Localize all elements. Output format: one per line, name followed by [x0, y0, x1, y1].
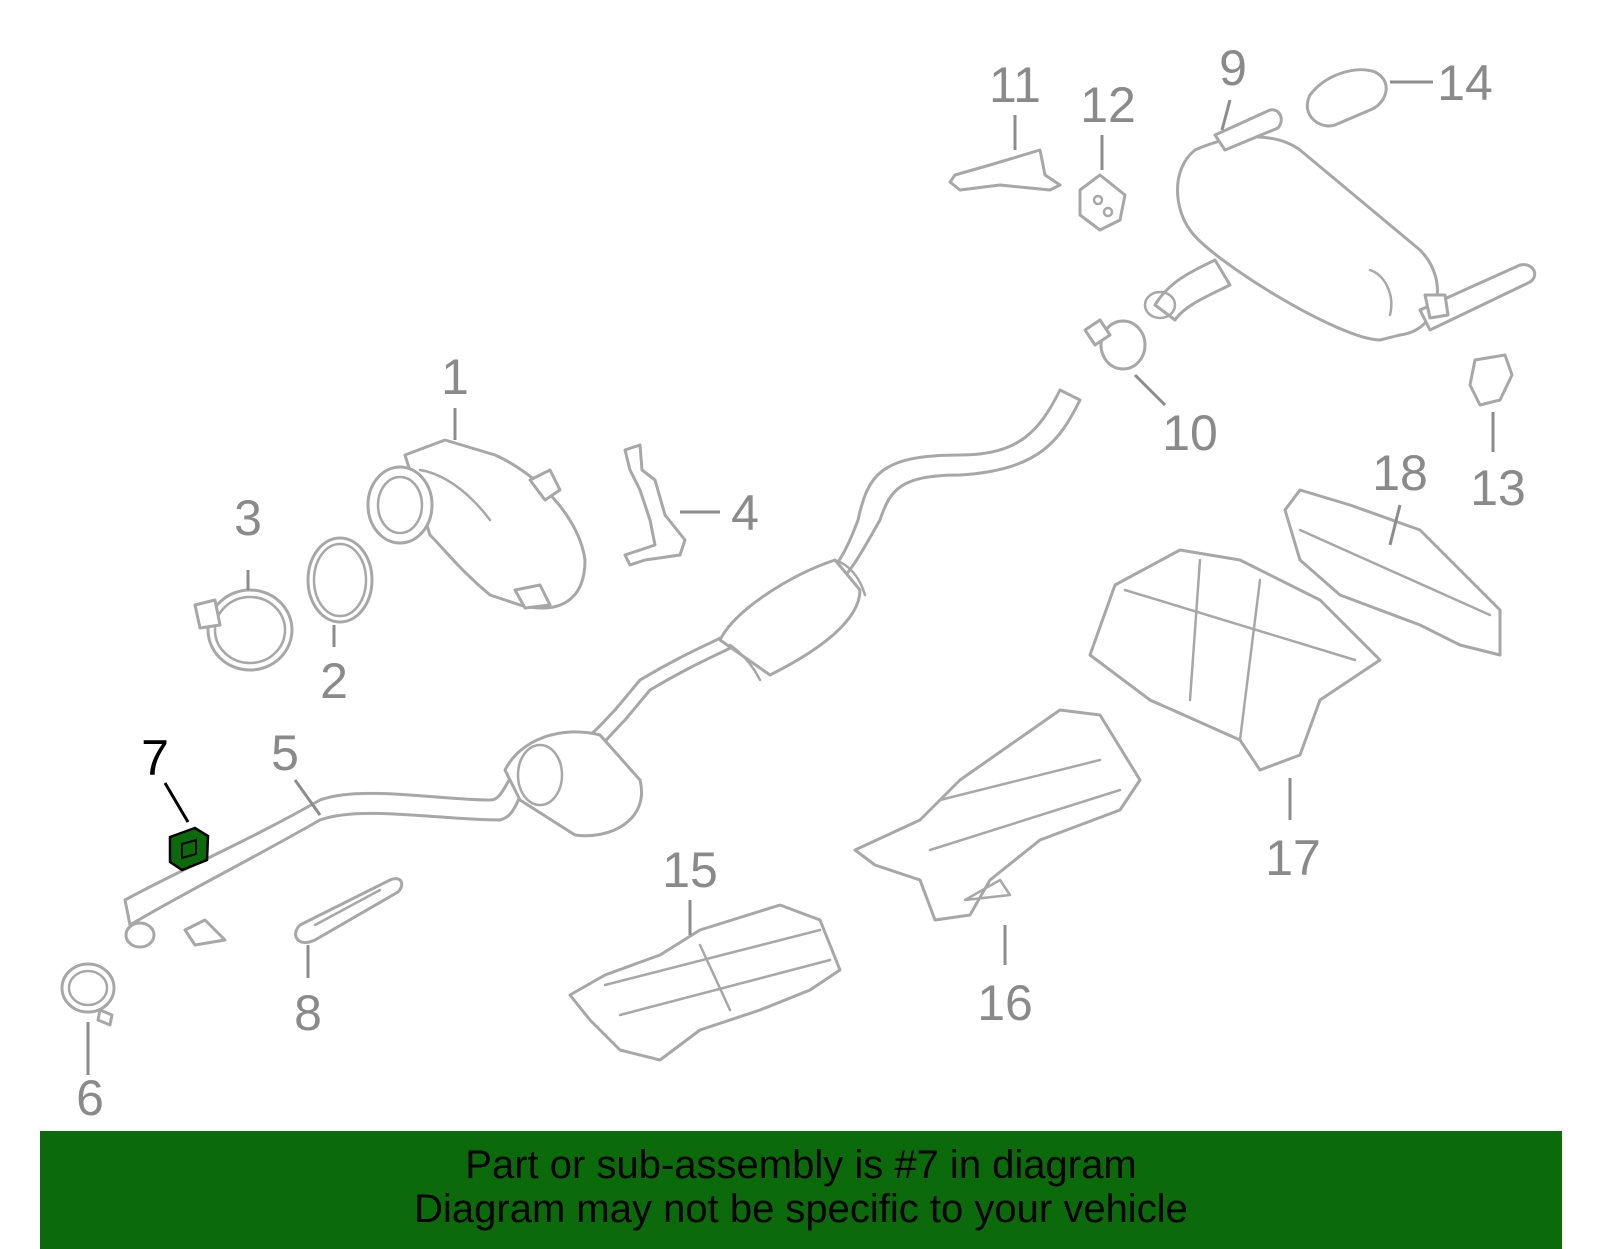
part-6-clamp[interactable]	[60, 962, 116, 1027]
callout-13: 13	[1470, 460, 1526, 516]
callout-3: 3	[234, 490, 262, 546]
part-10-hanger[interactable]	[1083, 318, 1147, 371]
callout-labels: 1 2 3 4 5 6 7 8 9 10 11 12 13 14 15 16 1…	[76, 40, 1526, 1126]
callout-5: 5	[271, 725, 299, 781]
part-14-tailpipe-tip[interactable]	[1306, 68, 1388, 128]
part-17-heat-shield[interactable]	[1088, 548, 1382, 772]
callout-15: 15	[662, 842, 718, 898]
callout-9: 9	[1219, 40, 1247, 96]
callout-14: 14	[1437, 55, 1493, 111]
callout-12: 12	[1080, 77, 1136, 133]
callout-2: 2	[320, 653, 348, 709]
callout-4: 4	[731, 485, 759, 541]
part-13-clip[interactable]	[1468, 353, 1514, 407]
banner-line-part-info: Part or sub-assembly is #7 in diagram	[465, 1143, 1137, 1187]
part-12-hanger-bracket[interactable]	[1078, 173, 1127, 232]
part-3-clamp[interactable]	[193, 588, 294, 672]
part-9-rear-muffler[interactable]	[1143, 108, 1537, 342]
callout-1: 1	[441, 349, 469, 405]
banner-line-disclaimer: Diagram may not be specific to your vehi…	[414, 1187, 1188, 1231]
part-11-bracket[interactable]	[948, 148, 1062, 192]
callout-17: 17	[1265, 830, 1321, 886]
callout-10: 10	[1162, 405, 1218, 461]
part-15-heat-shield[interactable]	[568, 903, 842, 1062]
leader-lines	[86, 80, 1495, 1075]
callout-8: 8	[294, 985, 322, 1041]
part-16-heat-shield[interactable]	[853, 708, 1142, 922]
part-8-strip[interactable]	[294, 877, 404, 944]
part-1-catalytic-converter[interactable]	[366, 438, 587, 610]
part-2-gasket[interactable]	[306, 536, 374, 624]
part-18-heat-shield[interactable]	[1283, 488, 1502, 657]
part-4-bracket[interactable]	[623, 443, 687, 567]
part-7-highlighted[interactable]	[168, 826, 210, 872]
part-5-exhaust-pipe[interactable]	[123, 388, 1082, 949]
callout-6: 6	[76, 1070, 104, 1126]
callout-11: 11	[989, 57, 1041, 113]
callout-18: 18	[1372, 445, 1428, 501]
callout-16: 16	[977, 975, 1033, 1031]
info-banner: Part or sub-assembly is #7 in diagram Di…	[40, 1131, 1562, 1249]
callout-7: 7	[141, 730, 169, 786]
